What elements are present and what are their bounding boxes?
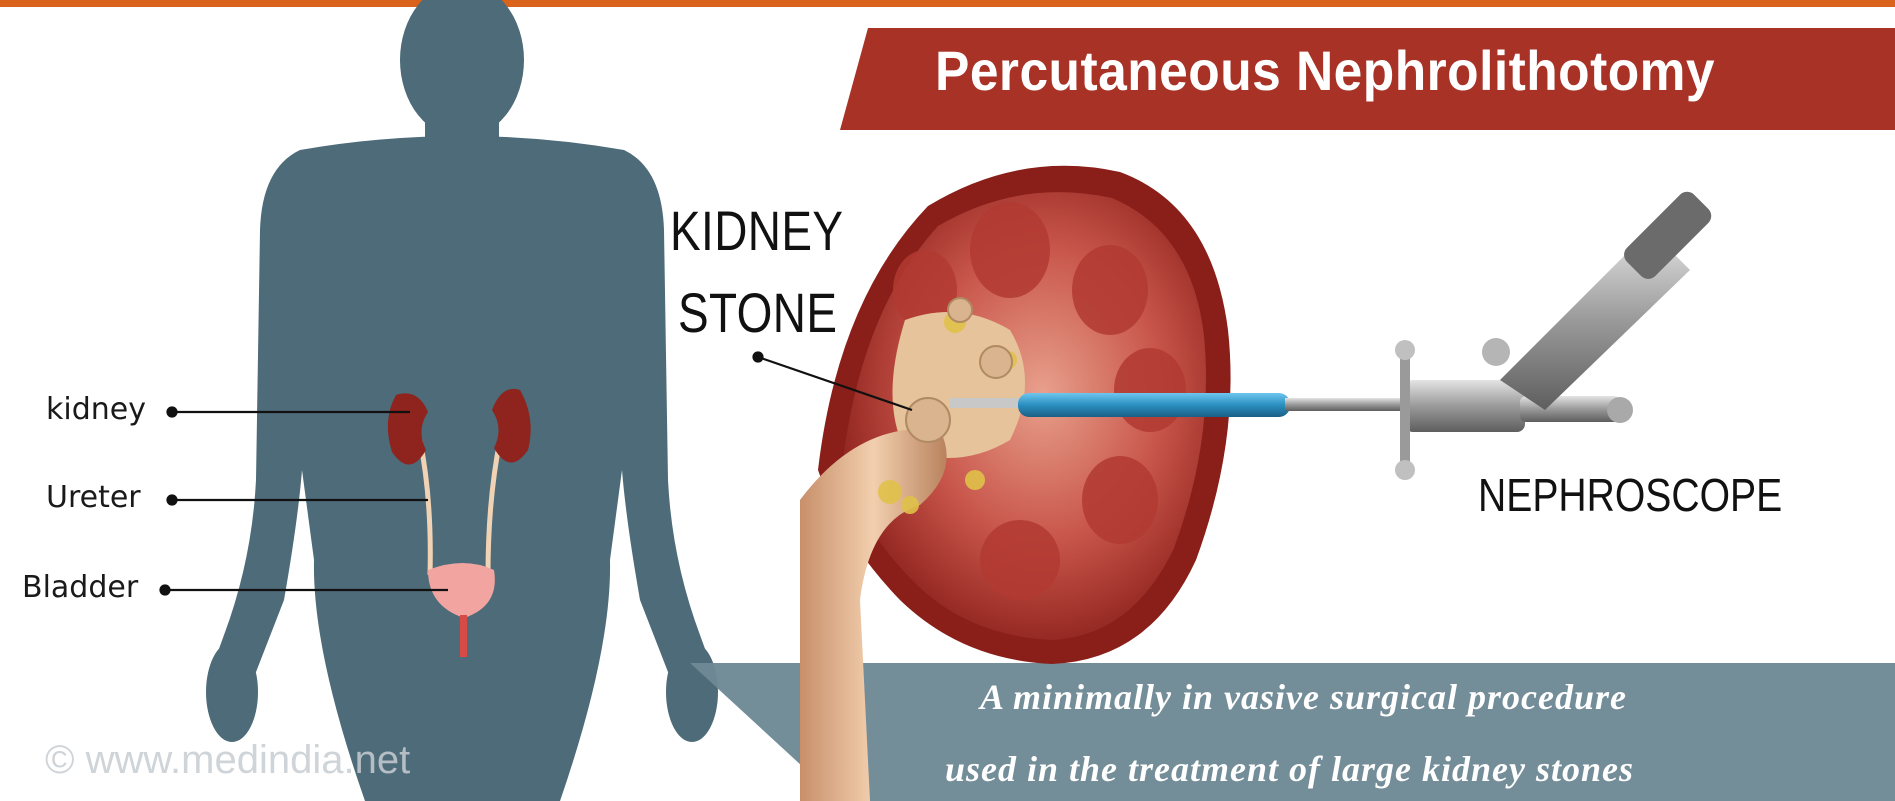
- label-ureter: Ureter: [46, 480, 141, 515]
- watermark: © www.medindia.net: [45, 738, 410, 783]
- caption-line-1: A minimally in vasive surgical procedure: [980, 676, 1627, 718]
- top-bar: [0, 0, 1895, 7]
- label-nephroscope: NEPHROSCOPE: [1478, 468, 1782, 522]
- label-kidney-stone-line1: KIDNEY: [670, 198, 843, 263]
- label-bladder: Bladder: [22, 570, 138, 605]
- label-kidney: kidney: [46, 392, 146, 427]
- body-silhouette: [206, 0, 718, 801]
- caption-line-2: used in the treatment of large kidney st…: [945, 748, 1634, 790]
- label-kidney-stone-line2: STONE: [678, 280, 837, 345]
- page-title: Percutaneous Nephrolithotomy: [935, 38, 1715, 103]
